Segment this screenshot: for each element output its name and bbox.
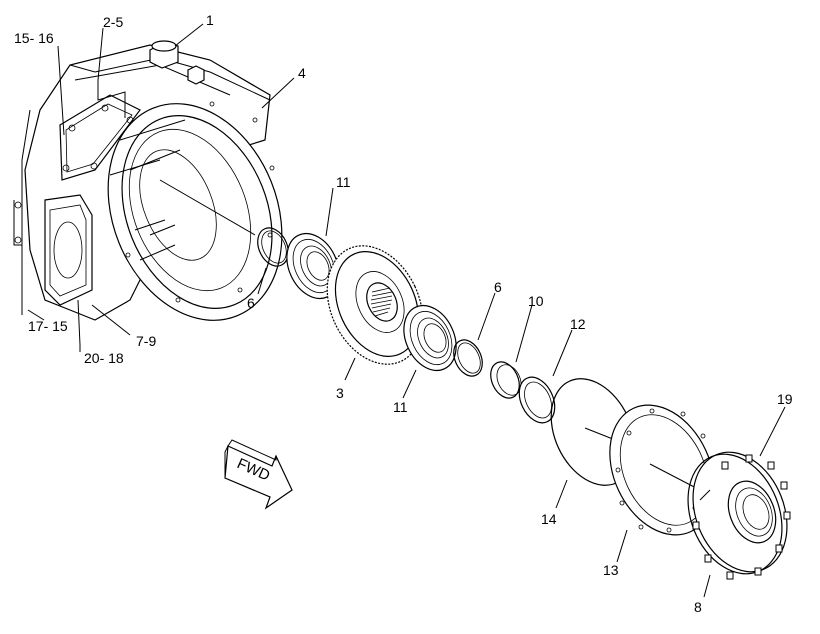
transfer-gear-3 — [326, 245, 424, 365]
callout-13: 13 — [603, 562, 619, 578]
callout-7-9: 7-9 — [136, 333, 156, 349]
callout-4: 4 — [298, 65, 306, 81]
leader-lines — [27, 23, 786, 598]
snap-ring-6-left — [257, 227, 289, 267]
callout-15-16: 15- 16 — [14, 30, 54, 46]
callout-19: 19 — [777, 391, 793, 407]
callout-11-bottom: 11 — [393, 399, 408, 415]
callout-11-top: 11 — [336, 174, 351, 190]
callout-2-5: 2-5 — [103, 14, 123, 30]
callout-labels: 1 2-5 15- 16 4 11 6 17- 15 7-9 20- 18 3 … — [14, 12, 793, 615]
callout-10: 10 — [528, 293, 544, 309]
end-cover-8 — [687, 451, 791, 580]
callout-8: 8 — [694, 599, 702, 615]
snap-ring-6-right — [453, 339, 483, 377]
spacer-10 — [490, 361, 522, 399]
callout-1: 1 — [206, 12, 214, 28]
callout-12: 12 — [570, 316, 586, 332]
callout-17-15: 17- 15 — [28, 318, 68, 334]
bearing-11-upper — [286, 232, 340, 300]
callout-14: 14 — [541, 511, 557, 527]
transfer-gear-housing — [13, 40, 283, 346]
callout-6-right: 6 — [494, 279, 502, 295]
callout-6-left: 6 — [247, 295, 255, 311]
callout-20-18: 20- 18 — [84, 350, 124, 366]
callout-3: 3 — [336, 385, 344, 401]
forward-direction-arrow: FWD — [224, 439, 293, 510]
seal-12 — [518, 376, 556, 424]
bearing-11-lower — [403, 304, 457, 372]
